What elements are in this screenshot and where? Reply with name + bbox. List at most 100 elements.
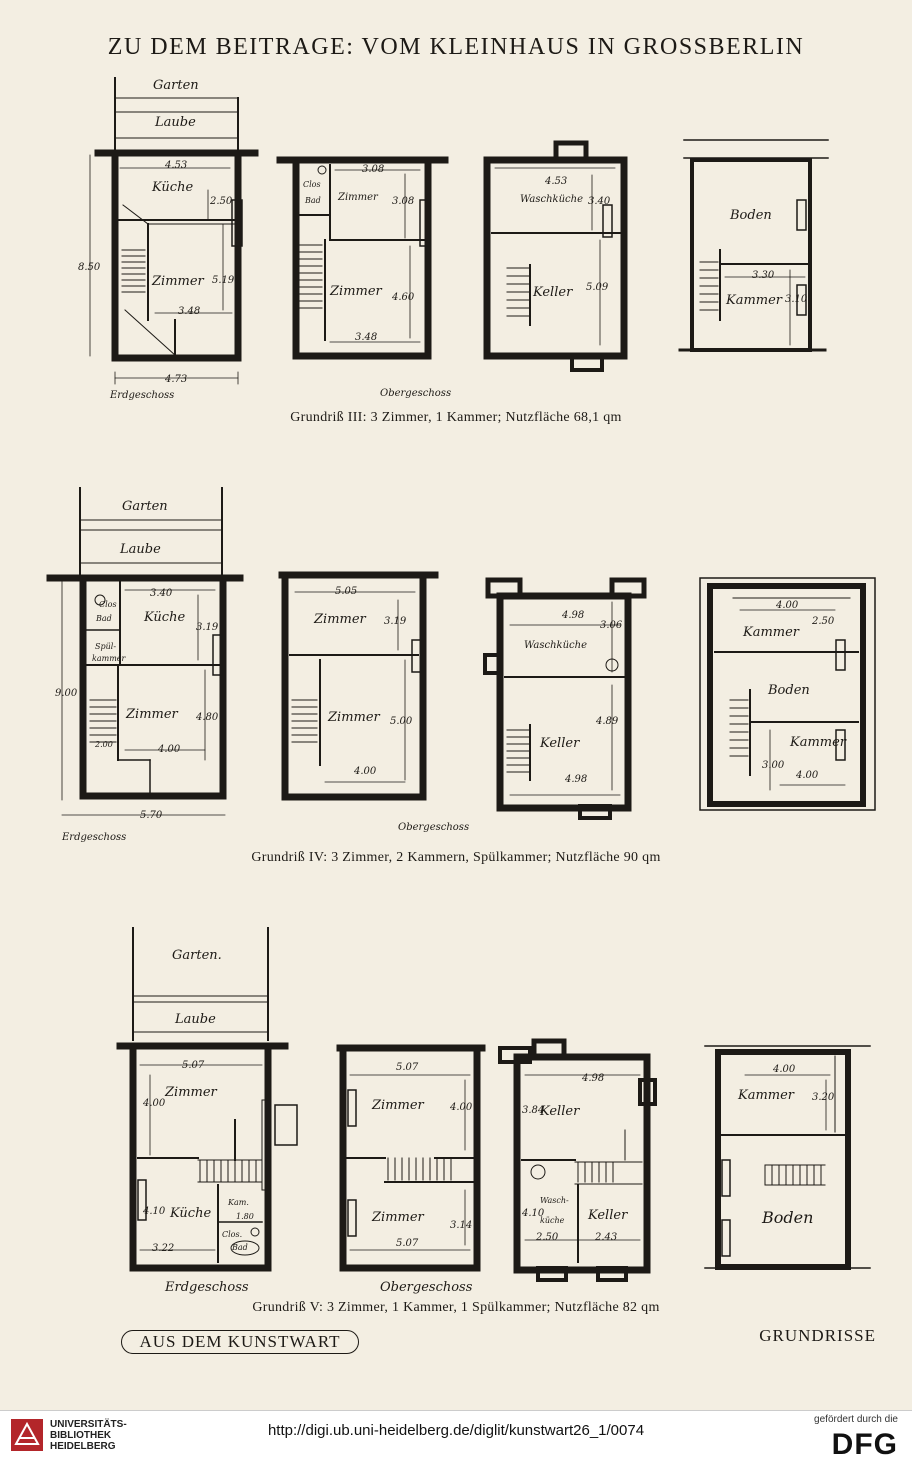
plan5-eg-dim1: 5.07: [182, 1060, 205, 1071]
library-name: UNIVERSITÄTS- BIBLIOTHEK HEIDELBERG: [50, 1419, 127, 1452]
plan4-keller-dim2: 3.06: [600, 620, 623, 631]
plan3-eg-label: Erdgeschoss: [110, 390, 175, 401]
library-footer-bar: [0, 1410, 912, 1471]
plan5-keller: [498, 1038, 657, 1282]
plan5-keller2: Keller: [588, 1208, 628, 1223]
plan4-keller-dim4: 4.98: [565, 774, 588, 785]
plan4-og-dim2: 3.19: [384, 616, 407, 627]
plan5-eg-label: Erdgeschoss: [165, 1280, 249, 1295]
plan5-keller-dim4: 2.50: [536, 1232, 559, 1243]
plan3-og-zimmer1: Zimmer: [338, 192, 378, 203]
plan5-keller-dim2: 3.84: [522, 1105, 545, 1116]
plan5-caption: Grundriß V: 3 Zimmer, 1 Kammer, 1 Spülka…: [252, 1300, 660, 1315]
plan5-erdgeschoss: [116, 927, 298, 1272]
university-seal-icon: [11, 1419, 43, 1451]
plan5-boden: Boden: [762, 1208, 814, 1227]
plan4-og-zimmer1: Zimmer: [314, 612, 366, 627]
plan4-eg-dim5: 9.00: [55, 688, 78, 699]
plan3-dachgeschoss: [678, 139, 829, 352]
section-label: GRUNDRISSE: [759, 1326, 876, 1345]
plan4-keller-dim3: 4.89: [596, 716, 619, 727]
plan5-wasch: Wasch-: [540, 1196, 569, 1205]
plan5-eg-dim5: 3.22: [152, 1243, 175, 1254]
plan4-og-zimmer2: Zimmer: [328, 710, 380, 725]
plan4-og-dim4: 4.00: [354, 766, 377, 777]
plan4-erdgeschoss: [46, 487, 244, 816]
plan3-eg-dim3: 5.19: [212, 275, 235, 286]
plan4-eg-label: Erdgeschoss: [62, 832, 127, 843]
source-tag: AUS DEM KUNSTWART: [121, 1330, 359, 1354]
plan4-og-dim3: 5.00: [390, 716, 413, 727]
plan3-laube-label: Laube: [155, 115, 196, 130]
plan4-caption: Grundriß IV: 3 Zimmer, 2 Kammern, Spülka…: [251, 850, 661, 865]
plan5-waschkueche: küche: [540, 1216, 565, 1225]
funded-by-label: gefördert durch die: [814, 1414, 898, 1425]
plan4-keller: [483, 577, 647, 820]
plan4-eg-dim1: 3.40: [150, 588, 173, 599]
plan4-kammer2: Kammer: [790, 735, 847, 750]
plan5-og-dim2: 4.00: [450, 1102, 473, 1113]
plan5-dach-dim2: 3.20: [812, 1092, 835, 1103]
plan3-eg-zimmer: Zimmer: [152, 274, 204, 289]
plan3-erdgeschoss: [89, 77, 259, 385]
plan4-eg-dim6: 5.70: [140, 810, 163, 821]
page-title: ZU DEM BEITRAGE: VOM KLEINHAUS IN GROSSB…: [107, 34, 805, 60]
plan4-eg-spuel: Spül-: [95, 642, 117, 651]
plan3-keller: Keller: [533, 285, 573, 300]
plan4-eg-dim3: 4.80: [196, 712, 219, 723]
plan3-keller-dim1: 4.53: [545, 176, 568, 187]
plan4-og-label: Obergeschoss: [398, 822, 470, 833]
plan5-dach-dim1: 4.00: [773, 1064, 796, 1075]
plan4-dachgeschoss: [699, 577, 876, 811]
plan3-og-label: Obergeschoss: [380, 388, 452, 399]
plan3-og-dim2: 3.08: [392, 196, 415, 207]
plan4-og-dim1: 5.05: [335, 586, 358, 597]
plan3-og-dim4: 3.48: [355, 332, 378, 343]
library-line2: BIBLIOTHEK: [50, 1430, 112, 1441]
plan3-og-clos: Clos: [303, 180, 321, 189]
plan5-keller-dim1: 4.98: [582, 1073, 605, 1084]
plan3-og-bad: Bad: [305, 196, 321, 205]
plan4-eg-spuelkammer: kammer: [92, 654, 126, 663]
plan3-keller: [483, 140, 628, 372]
plan5-obergeschoss: [336, 1044, 486, 1272]
plan4-dach-dim4: 4.00: [796, 770, 819, 781]
plan3-keller-dim2: 3.40: [588, 196, 611, 207]
plan5-keller-dim3: 4.10: [522, 1208, 545, 1219]
plan5-eg-kam: Kam.: [228, 1198, 249, 1207]
plan4-keller-dim1: 4.98: [562, 610, 585, 621]
plan5-eg-dim2: 4.00: [143, 1098, 166, 1109]
plan4-eg-dim2: 3.19: [196, 622, 219, 633]
plan4-dach-dim2: 2.50: [812, 616, 835, 627]
plan4-dach-dim3: 3.00: [762, 760, 785, 771]
plan4-boden: Boden: [768, 683, 810, 698]
plan4-laube-label: Laube: [120, 542, 161, 557]
plan5-og-dim3: 3.14: [450, 1220, 473, 1231]
plan3-og-zimmer2: Zimmer: [330, 284, 382, 299]
plan5-dachgeschoss: [704, 1045, 871, 1270]
plan5-eg-clos: Clos.: [222, 1230, 243, 1239]
plan4-waschkueche: Waschküche: [524, 640, 588, 651]
library-line3: HEIDELBERG: [50, 1441, 116, 1452]
plan5-eg-dim3: 4.10: [143, 1206, 166, 1217]
plan3-kammer: Kammer: [726, 293, 783, 308]
plan3-eg-dim5: 8.50: [78, 262, 101, 273]
plan4-eg-dim4: 4.00: [158, 744, 181, 755]
plan5-og-label: Obergeschoss: [380, 1280, 473, 1295]
scanned-page: ZU DEM BEITRAGE: VOM KLEINHAUS IN GROSSB…: [46, 34, 876, 1354]
plan5-og-zimmer2: Zimmer: [372, 1210, 424, 1225]
plan3-boden: Boden: [730, 208, 772, 223]
plan5-garten-label: Garten.: [172, 948, 222, 963]
plan3-caption: Grundriß III: 3 Zimmer, 1 Kammer; Nutzfl…: [290, 410, 622, 425]
plan3-eg-dim2: 2.50: [210, 196, 233, 207]
plan4-garten-label: Garten: [122, 499, 168, 514]
plan3-waschkueche: Waschküche: [520, 194, 584, 205]
plan3-dach-dim2: 3.10: [785, 294, 808, 305]
plan3-keller-dim3: 5.09: [586, 282, 609, 293]
plan5-kammer: Kammer: [738, 1088, 795, 1103]
plan3-eg-kueche: Küche: [152, 180, 194, 195]
permalink-url[interactable]: http://digi.ub.uni-heidelberg.de/diglit/…: [267, 1422, 645, 1439]
plan5-eg-kueche: Küche: [170, 1206, 212, 1221]
dfg-logo: DFG: [831, 1428, 898, 1461]
plan3-og-dim3: 4.60: [392, 292, 415, 303]
